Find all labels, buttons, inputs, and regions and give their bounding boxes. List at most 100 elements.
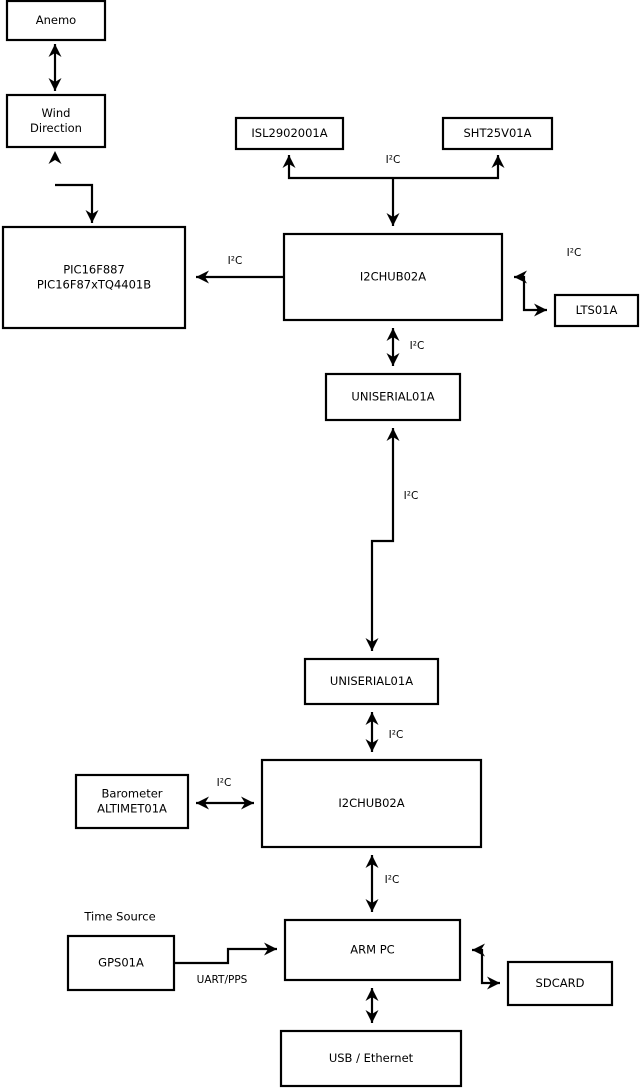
free-labels-layer: Time Source: [83, 910, 155, 924]
node-hub_bottom[interactable]: I2CHUB02A: [260, 758, 483, 849]
node-box[interactable]: [553, 293, 640, 328]
node-label: USB / Ethernet: [329, 1051, 414, 1065]
node-label: ALTIMET01A: [97, 802, 167, 816]
node-box[interactable]: [260, 758, 483, 849]
node-label: SDCARD: [536, 976, 585, 990]
node-label: ISL2902001A: [251, 126, 327, 140]
edge-armpc-sdcard: [472, 943, 500, 990]
edge-label: UART/PPS: [197, 974, 248, 986]
edge-armpc-usbeth: [365, 988, 379, 1023]
node-box[interactable]: [303, 657, 440, 706]
node-box[interactable]: [441, 116, 554, 151]
node-box[interactable]: [324, 372, 462, 422]
node-lts[interactable]: LTS01A: [553, 293, 640, 328]
node-isl[interactable]: ISL2902001A: [234, 116, 345, 151]
edge-label: I²C: [567, 247, 582, 259]
node-box[interactable]: [1, 225, 187, 330]
node-label: Direction: [30, 121, 82, 135]
edge-hub-isl-sht: I²C: [282, 154, 505, 226]
node-label: LTS01A: [576, 303, 618, 317]
arrow-head-end: [365, 739, 379, 752]
node-gps[interactable]: GPS01A: [66, 934, 176, 992]
arrow-head-start: [48, 151, 62, 164]
node-label: Barometer: [101, 787, 162, 801]
node-anemo[interactable]: Anemo: [5, 0, 107, 42]
arrow-head-end: [487, 976, 500, 990]
node-label: UNISERIAL01A: [330, 674, 413, 688]
arrow-head-end: [365, 638, 379, 651]
node-label: PIC16F887: [63, 263, 125, 277]
arrow-head-end: [386, 353, 400, 366]
arrow-head-start: [196, 270, 209, 284]
node-box[interactable]: [74, 773, 190, 830]
node-label: UNISERIAL01A: [351, 390, 434, 404]
edge-hub-lts: I²C: [514, 247, 581, 317]
edge-barometer-hub2: I²C: [196, 777, 254, 810]
arrow-head-start: [365, 712, 379, 725]
edge-uniserial-hub2: I²C: [365, 712, 404, 752]
arrow-head-start: [386, 428, 400, 441]
node-box[interactable]: [234, 116, 345, 151]
edge-path: [370, 428, 395, 651]
node-box[interactable]: [282, 232, 504, 322]
node-box[interactable]: [66, 934, 176, 992]
node-box[interactable]: [5, 0, 107, 42]
node-box[interactable]: [5, 93, 107, 149]
arrow-head-end: [365, 899, 379, 912]
arrow-head-branch: [386, 213, 400, 226]
node-uniserial_dn[interactable]: UNISERIAL01A: [303, 657, 440, 706]
edge-uniserial-link: I²C: [365, 428, 419, 651]
node-hub_top[interactable]: I2CHUB02A: [282, 232, 504, 322]
arrow-head-start: [514, 270, 527, 284]
arrow-head-end: [85, 210, 99, 223]
arrow-head-start: [282, 155, 296, 168]
label-time-source: Time Source: [83, 910, 155, 924]
node-sdcard[interactable]: SDCARD: [506, 960, 614, 1007]
node-label: ARM PC: [350, 943, 394, 957]
node-label: I2CHUB02A: [360, 270, 426, 284]
edge-label: I²C: [217, 777, 232, 789]
edge-label: I²C: [389, 729, 404, 741]
node-label: Wind: [42, 106, 71, 120]
arrow-head-start: [365, 988, 379, 1001]
node-uniserial_up[interactable]: UNISERIAL01A: [324, 372, 462, 422]
node-label: GPS01A: [98, 956, 144, 970]
edge-anemo-wind: [48, 44, 62, 91]
edge-hub2-armpc: I²C: [365, 855, 399, 912]
edges-layer: I²C I²C I²C I²C I²C I²C I²C I²C UART/PPS: [48, 44, 581, 1023]
node-box[interactable]: [283, 918, 462, 982]
node-box[interactable]: [279, 1029, 463, 1088]
node-label: PIC16F87xTQ4401B: [37, 278, 151, 292]
node-box[interactable]: [506, 960, 614, 1007]
edge-path: [514, 275, 547, 312]
edge-gps-armpc: UART/PPS: [174, 942, 277, 986]
edge-label: I²C: [386, 154, 401, 166]
edge-hub-uniserial: I²C: [386, 328, 425, 366]
edge-label: I²C: [228, 255, 243, 267]
node-sht[interactable]: SHT25V01A: [441, 116, 554, 151]
arrow-head-end: [241, 796, 254, 810]
edge-path: [174, 947, 277, 965]
node-label: I2CHUB02A: [338, 796, 404, 810]
node-armpc[interactable]: ARM PC: [283, 918, 462, 982]
node-usbeth[interactable]: USB / Ethernet: [279, 1029, 463, 1088]
arrow-head-end: [534, 303, 547, 317]
arrow-head-start: [196, 796, 209, 810]
edge-label: I²C: [410, 340, 425, 352]
edge-path: [472, 948, 500, 985]
arrow-head-end: [491, 155, 505, 168]
arrow-head-start: [365, 855, 379, 868]
arrow-head-end: [264, 942, 277, 956]
node-label: Anemo: [36, 13, 76, 27]
arrow-head-start: [386, 328, 400, 341]
arrow-head-start: [48, 78, 62, 91]
arrow-head-end: [48, 44, 62, 57]
edge-label: I²C: [404, 490, 419, 502]
edge-path: [55, 183, 94, 223]
